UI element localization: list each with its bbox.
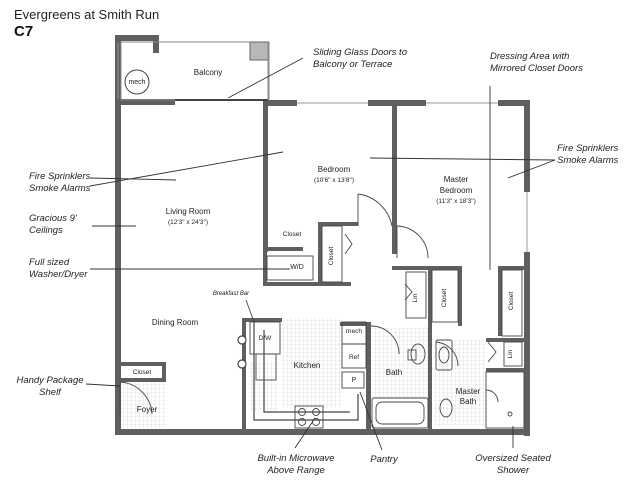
room-label-foyer: Foyer	[136, 405, 158, 414]
annotation-ceilings: Gracious 9' Ceilings	[29, 213, 77, 237]
room-label-mech-kitchen: mech	[346, 328, 362, 335]
room-label-closet-vert: Closet	[328, 246, 335, 266]
room-label-lin-2: Lin	[507, 349, 514, 359]
balcony-area	[120, 41, 270, 101]
plan-title: Evergreens at Smith Run	[14, 7, 160, 22]
room-label-closet-hall: Closet	[441, 288, 448, 308]
doors	[119, 193, 497, 415]
room-label-breakfast-bar: Breakfast Bar	[212, 291, 250, 297]
annotation-washer: Full sized Washer/Dryer	[29, 257, 87, 281]
room-label-pantry-p: P	[351, 377, 357, 384]
room-label-ref: Ref	[348, 354, 360, 361]
annotation-sliding-doors: Sliding Glass Doors to Balcony or Terrac…	[313, 47, 407, 71]
room-label-dw: D/W	[258, 335, 272, 342]
annotation-sliding-doors-line2: Balcony or Terrace	[313, 59, 393, 70]
annotation-fire-left-line1: Fire Sprinklers	[29, 171, 91, 182]
room-label-master-bath-2: Bath	[459, 397, 477, 406]
room-label-bedroom-dims: (10'6" x 13'8")	[314, 177, 354, 184]
annotation-fire-right-line2: Smoke Alarms	[557, 155, 619, 166]
annotation-washer-line2: Washer/Dryer	[29, 269, 88, 280]
annotation-fire-right-line1: Fire Sprinklers	[557, 143, 619, 154]
room-label-closet-bed: Closet	[282, 231, 302, 238]
tiled-floors	[120, 318, 486, 428]
room-label-master-bath-1: Master	[455, 387, 481, 396]
annotation-dressing-line1: Dressing Area with	[490, 51, 570, 62]
annotation-shower-line1: Oversized Seated	[475, 453, 551, 464]
room-label-master-dims: (11'3" x 18'3")	[436, 198, 476, 205]
room-label-bath: Bath	[385, 368, 403, 377]
leader-lines	[85, 57, 556, 451]
room-label-living: Living Room	[165, 207, 211, 216]
annotation-sliding-doors-line1: Sliding Glass Doors to	[313, 47, 407, 58]
annotation-shower: Oversized Seated Shower	[470, 453, 556, 477]
annotation-fire-right: Fire Sprinklers Smoke Alarms	[557, 143, 618, 167]
room-label-lin-1: Lin	[412, 293, 419, 303]
annotation-package-line1: Handy Package	[16, 375, 84, 386]
annotation-microwave-line1: Built-in Microwave	[257, 453, 335, 464]
room-label-master-2: Bedroom	[439, 186, 473, 195]
room-label-balcony: Balcony	[193, 68, 223, 77]
room-label-bedroom: Bedroom	[317, 165, 351, 174]
unit-code: C7	[14, 23, 34, 40]
annotation-shower-line2: Shower	[496, 465, 530, 476]
annotation-dressing-area: Dressing Area with Mirrored Closet Doors	[490, 51, 583, 75]
windows	[117, 42, 528, 252]
walls	[115, 35, 530, 436]
annotation-fire-left: Fire Sprinklers Smoke Alarms	[29, 171, 90, 195]
room-label-kitchen: Kitchen	[293, 361, 321, 370]
room-label-mech-balcony: mech	[128, 79, 146, 86]
annotation-microwave: Built-in Microwave Above Range	[248, 453, 344, 477]
annotation-dressing-line2: Mirrored Closet Doors	[490, 63, 583, 74]
annotation-pantry: Pantry	[370, 454, 398, 465]
annotation-microwave-line2: Above Range	[267, 465, 325, 476]
bath-fixtures	[371, 339, 525, 429]
built-ins	[245, 225, 523, 429]
annotation-washer-line1: Full sized	[29, 257, 70, 268]
room-label-dining: Dining Room	[151, 318, 199, 327]
room-label-living-dims: (12'3" x 24'3")	[168, 219, 208, 226]
room-label-master-1: Master	[443, 175, 469, 184]
room-label-closet-master: Closet	[508, 291, 515, 311]
annotation-ceilings-line1: Gracious 9'	[29, 213, 77, 224]
annotation-package-shelf: Handy Package Shelf	[14, 375, 86, 399]
annotation-ceilings-line2: Ceilings	[29, 225, 63, 236]
annotation-fire-left-line2: Smoke Alarms	[29, 183, 91, 194]
kitchen-counter	[237, 322, 359, 421]
room-label-closet-foyer: Closet	[132, 369, 152, 376]
room-label-wd: W/D	[290, 264, 304, 271]
annotation-package-line2: Shelf	[39, 387, 61, 398]
